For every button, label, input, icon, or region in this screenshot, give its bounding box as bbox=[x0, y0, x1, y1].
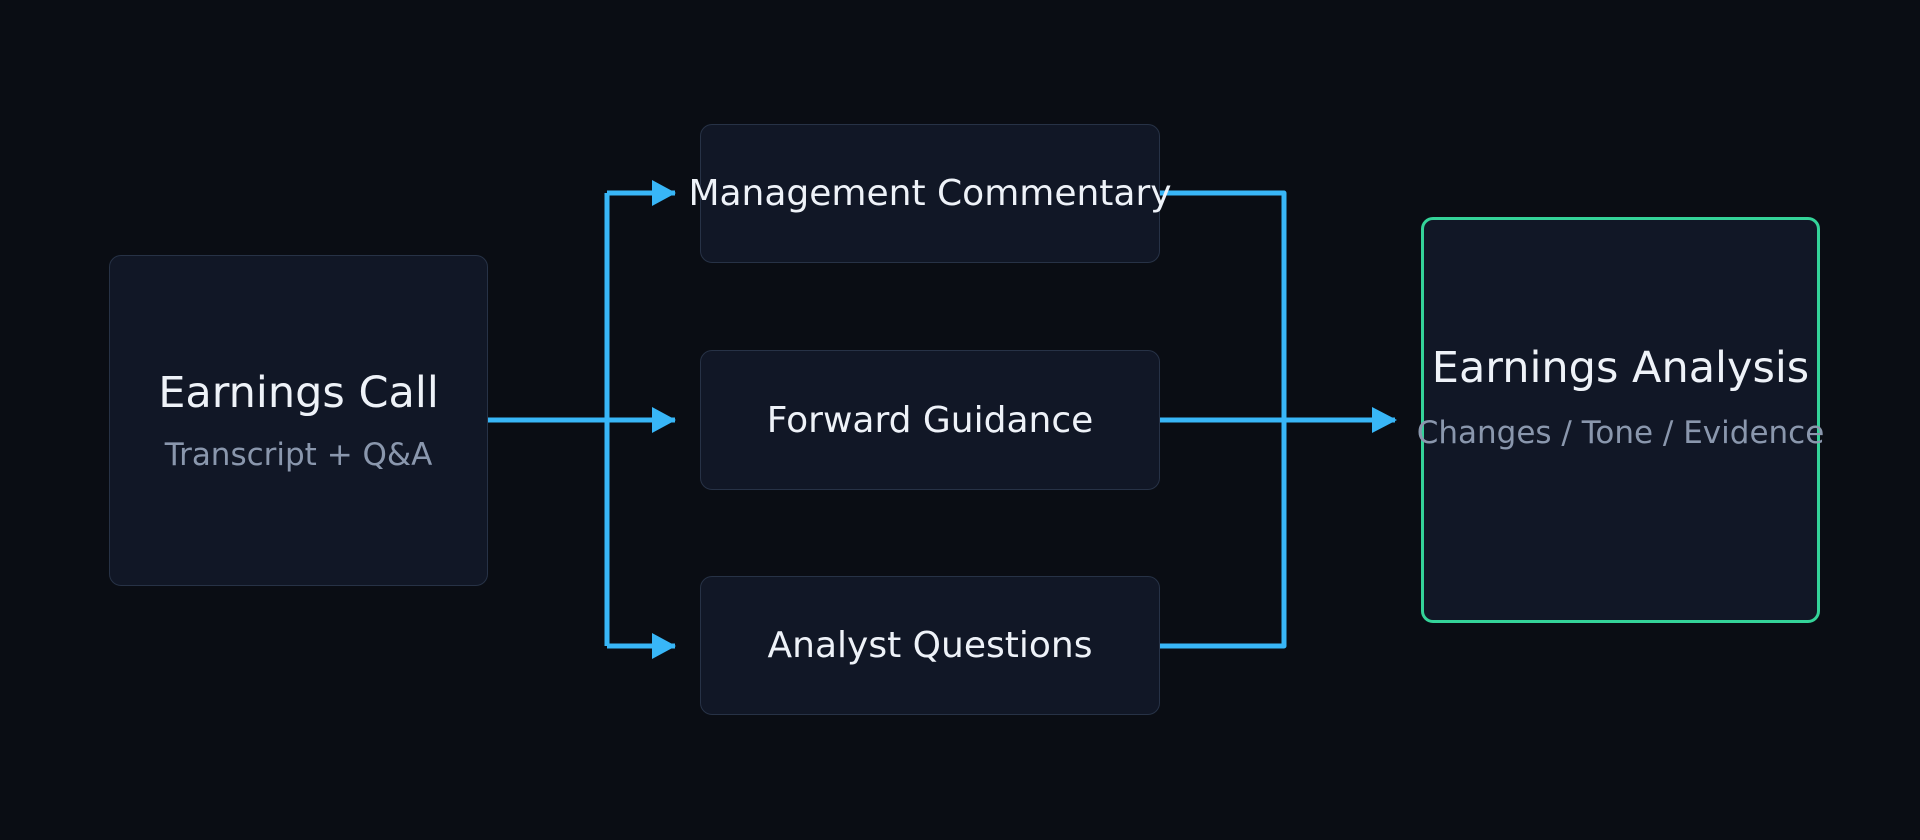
arrowhead-analyst bbox=[652, 633, 676, 659]
stage-node-label: Forward Guidance bbox=[766, 399, 1094, 441]
source-node-earnings-call: Earnings Call Transcript + Q&A bbox=[109, 255, 488, 586]
output-node-earnings-analysis: Earnings Analysis Changes / Tone / Evide… bbox=[1417, 217, 1824, 623]
source-node-title: Earnings Call bbox=[158, 367, 439, 418]
stage-node-label: Analyst Questions bbox=[767, 625, 1093, 666]
arrowhead-management bbox=[652, 180, 676, 206]
arrowhead-guidance bbox=[652, 407, 676, 433]
output-node-subtitle: Changes / Tone / Evidence bbox=[1416, 414, 1825, 451]
output-node-title: Earnings Analysis bbox=[1431, 343, 1810, 393]
arrowhead-output bbox=[1372, 407, 1397, 433]
stage-node-guidance: Forward Guidance bbox=[700, 350, 1160, 490]
source-node-subtitle: Transcript + Q&A bbox=[164, 437, 433, 474]
stage-node-management: Management Commentary bbox=[688, 124, 1172, 263]
stage-node-analyst: Analyst Questions bbox=[700, 576, 1160, 715]
stage-node-label: Management Commentary bbox=[688, 173, 1172, 214]
